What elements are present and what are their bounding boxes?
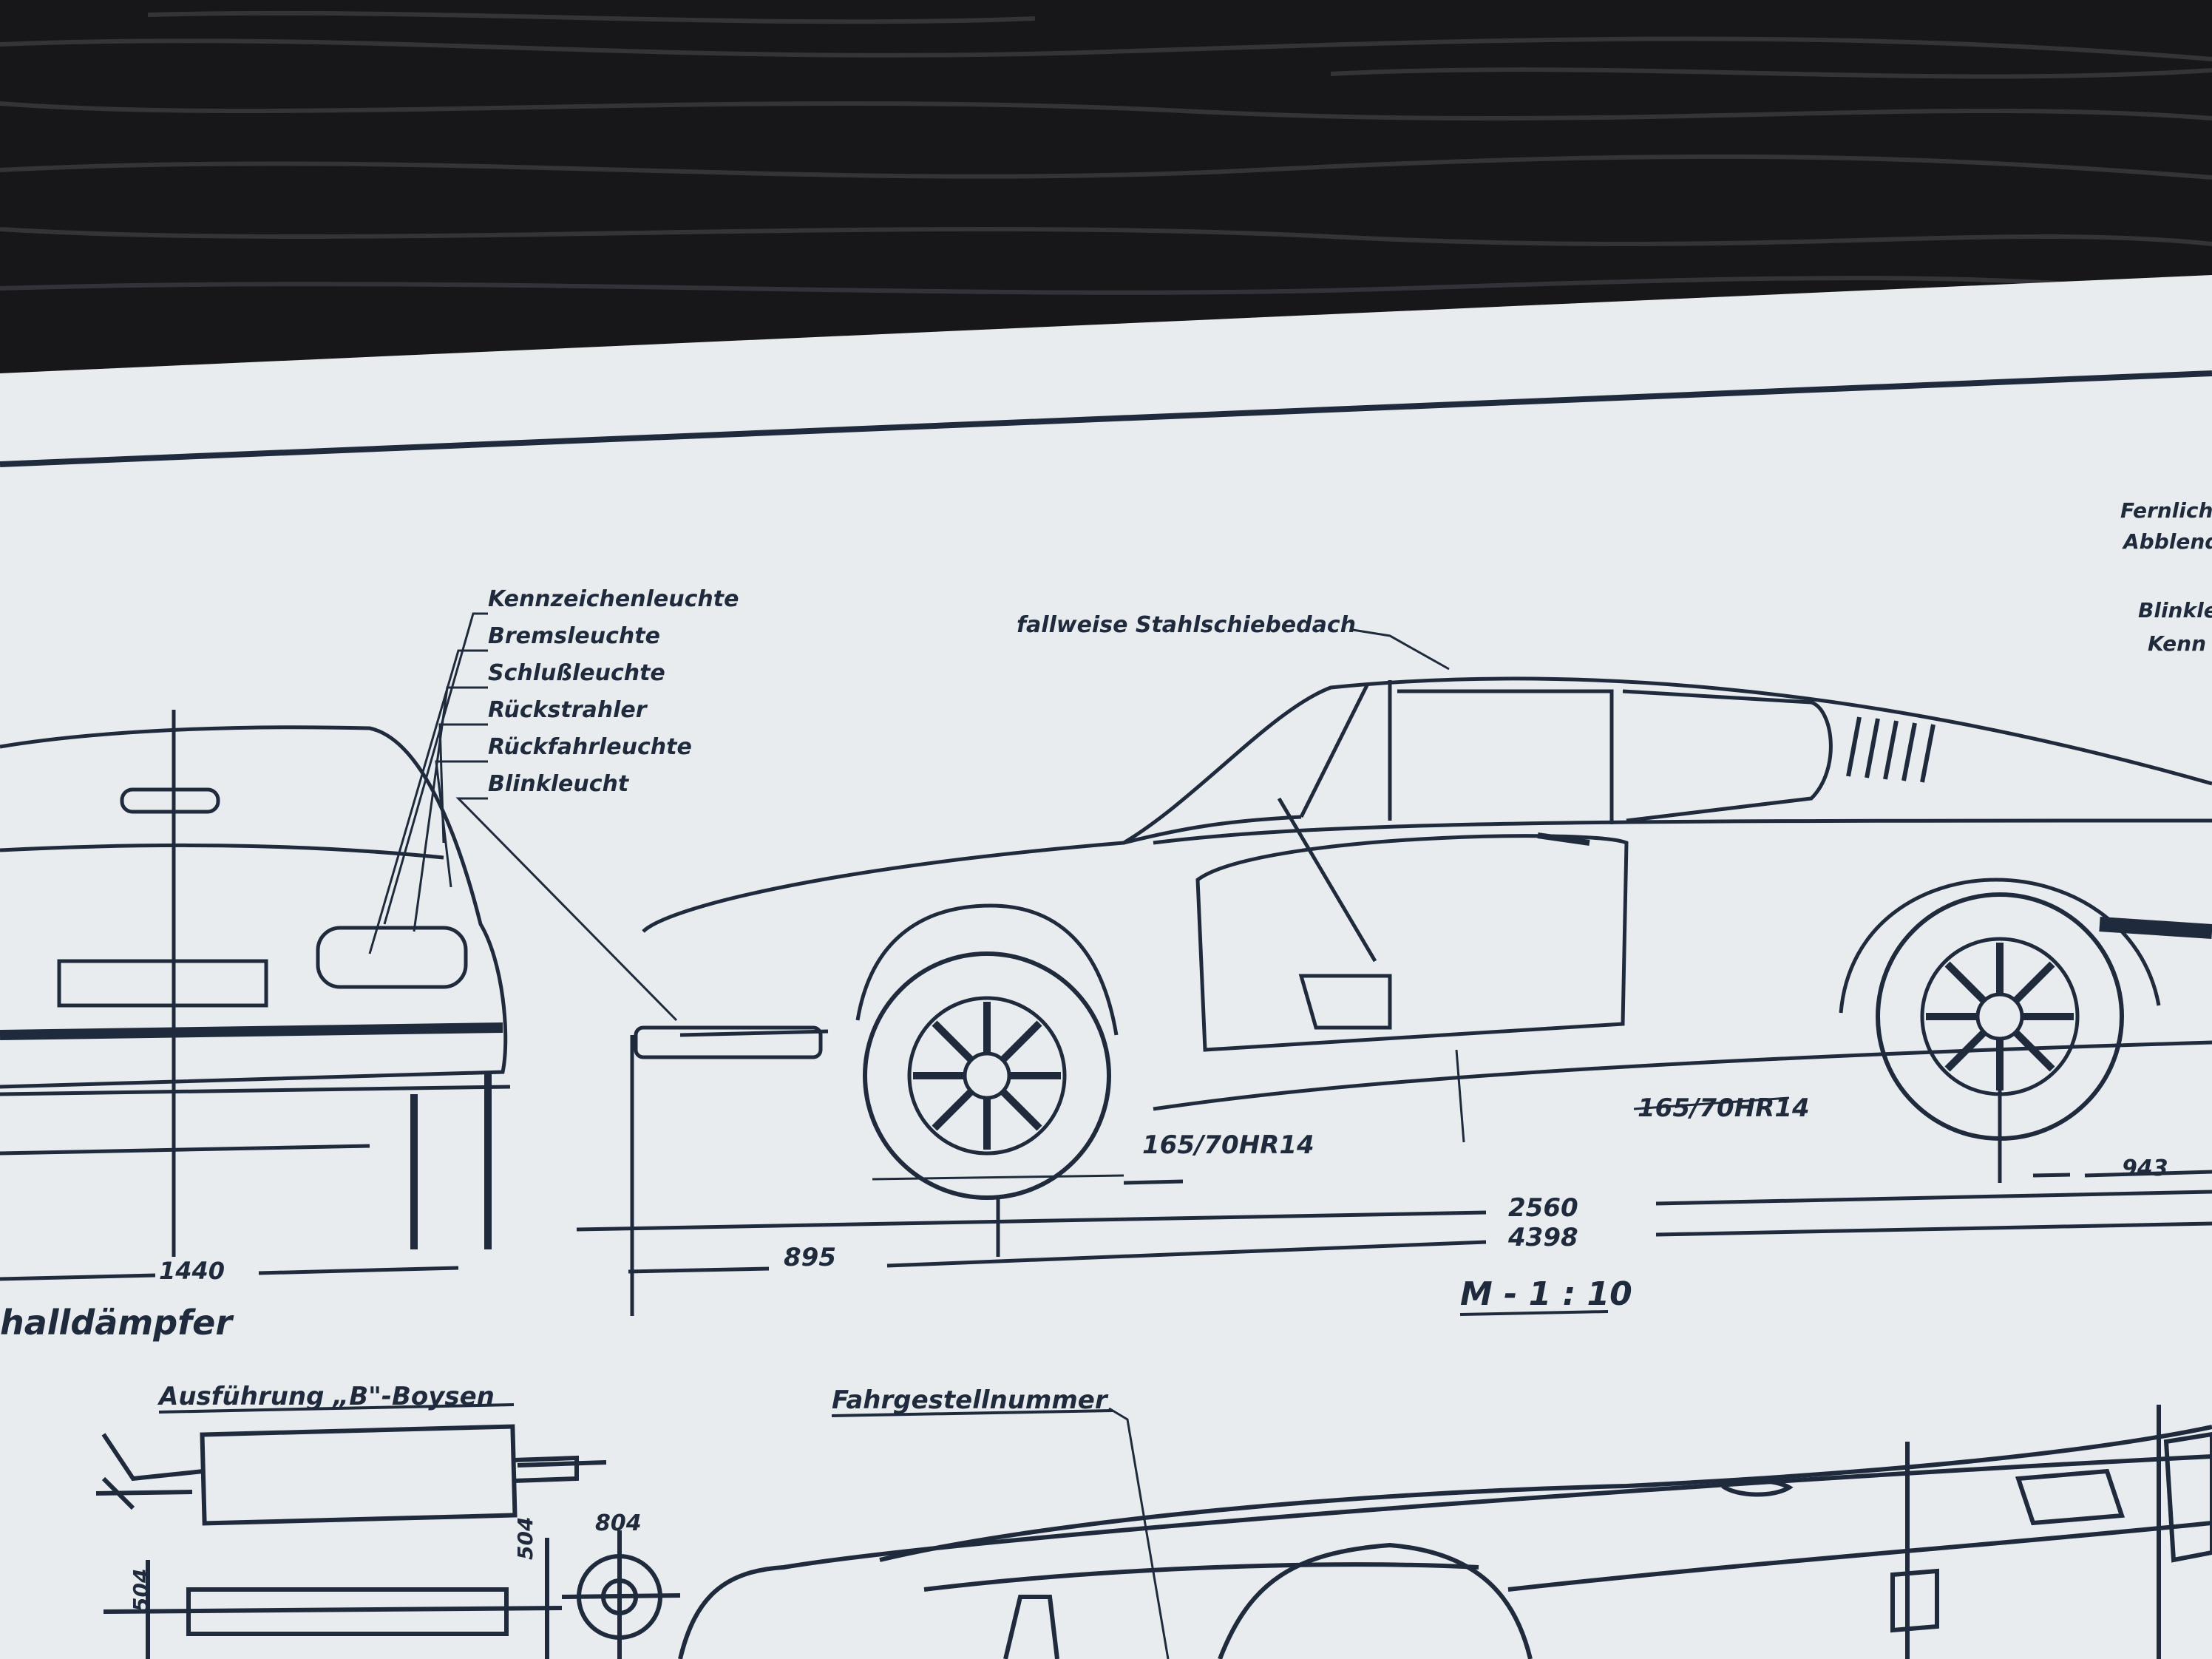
- tire-size-front: 165/70HR14: [1142, 1130, 1314, 1160]
- callout-schlussleuchte: Schlußleuchte: [488, 660, 665, 686]
- sunroof-label: fallweise Stahlschiebedach: [1017, 612, 1356, 638]
- sunroof-callout: fallweise Stahlschiebedach: [1017, 612, 1450, 671]
- paper-sheet: [0, 275, 2212, 1659]
- callout-blinkleuchte-front: Blinkle: [2138, 598, 2212, 622]
- dim-pipe-b: 504: [513, 1517, 537, 1560]
- dim-flange: 804: [595, 1510, 642, 1536]
- rear-view-drawing: [0, 710, 511, 1281]
- side-view-drawing: [634, 676, 2212, 1111]
- muffler-label: halldämpfer: [0, 1303, 234, 1343]
- rear-wheel: [1876, 892, 2124, 1141]
- callout-rueckstrahler: Rückstrahler: [488, 697, 648, 723]
- callout-bremsleuchte: Bremsleuchte: [488, 623, 660, 649]
- sheet-border-line: [0, 370, 2212, 467]
- wood-grain: [0, 10, 2212, 298]
- callout-kennzeichen-front: Kenn: [2148, 631, 2206, 656]
- muffler-section: halldämpfer Ausführung „B"-Boysen 504 50…: [0, 1303, 681, 1659]
- rear-callout-labels: Kennzeichenleuchte Bremsleuchte Schlußle…: [488, 586, 739, 797]
- dim-pipe-a: 504: [129, 1569, 153, 1612]
- side-vent: [1846, 716, 1936, 783]
- rear-callout-leaders: [368, 612, 678, 1022]
- front-wheel: [863, 951, 1111, 1200]
- callout-fernlicht: Fernlicht: [2120, 498, 2212, 523]
- callout-blinkleuchte: Blinkleucht: [488, 771, 630, 797]
- dim-wheelbase: 2560: [1508, 1193, 1578, 1223]
- dim-track-width: 1440: [159, 1257, 225, 1285]
- callout-abblendlicht: Abblend: [2122, 529, 2212, 554]
- muffler-body: [200, 1424, 518, 1526]
- tire-size-rear: 165/70HR14: [1638, 1093, 1810, 1123]
- car-body-outline: [642, 676, 2212, 933]
- dim-rear-overhang: 943: [2122, 1156, 2168, 1181]
- dim-overall-length: 4398: [1507, 1223, 1578, 1252]
- callout-rueckfahrleuchte: Rückfahrleuchte: [488, 734, 692, 760]
- dimension-lines: [576, 1035, 2212, 1316]
- scale-underline: [1459, 1310, 1609, 1316]
- chassis-section: Fahrgestellnummer: [678, 1385, 2212, 1659]
- front-callout-labels: Fernlicht Abblend Blinkle Kenn: [2120, 498, 2212, 656]
- scale-label: M - 1 : 10: [1460, 1275, 1632, 1313]
- dimension-labels: 165/70HR14 165/70HR14 895 2560 4398 943 …: [159, 1093, 2168, 1316]
- dim-front-overhang: 895: [784, 1243, 836, 1272]
- callout-kennzeichenleuchte: Kennzeichenleuchte: [488, 586, 739, 612]
